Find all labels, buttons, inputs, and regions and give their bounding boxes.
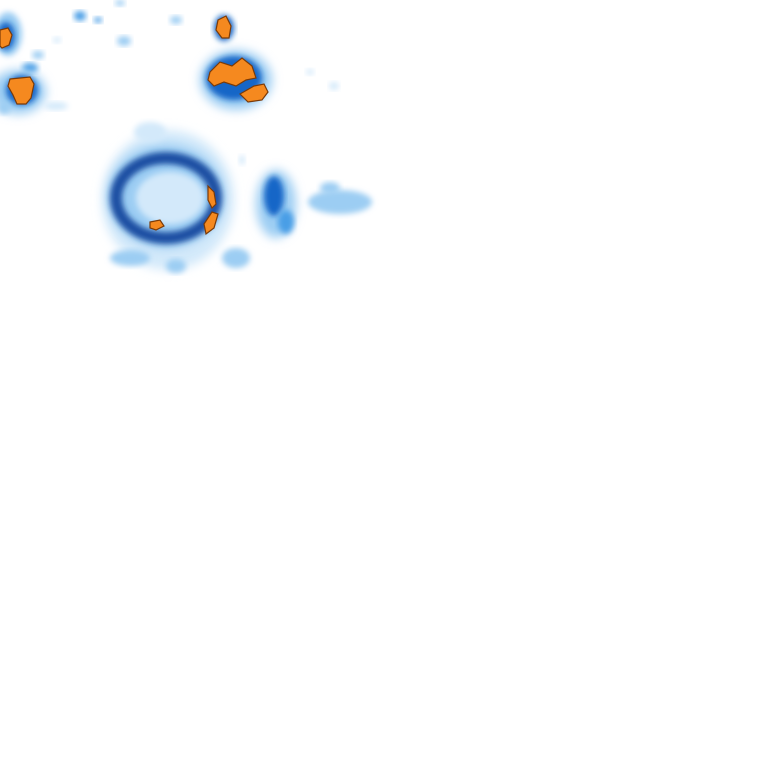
northwest-edge-cell — [0, 12, 44, 73]
light-rain-fleck — [22, 63, 38, 73]
light-rain-area — [320, 182, 340, 194]
echo — [239, 155, 245, 165]
light-rain-fleck — [0, 102, 10, 114]
echo — [53, 37, 61, 43]
scattered-light-echoes — [53, 0, 339, 165]
echo — [117, 36, 131, 46]
echo — [170, 16, 182, 24]
extreme-rain-core — [203, 211, 219, 236]
extreme-rain-core — [0, 27, 13, 49]
echo — [94, 17, 102, 23]
light-rain-fringe — [134, 122, 166, 142]
extreme-rain-core — [149, 219, 165, 231]
echo — [306, 69, 314, 75]
echo — [115, 0, 125, 6]
echo — [74, 11, 86, 21]
extreme-rain-core — [207, 57, 257, 87]
extreme-rain-core — [239, 83, 269, 103]
extreme-rain-core — [215, 15, 232, 39]
extreme-rain-core — [207, 184, 217, 210]
light-rain-fleck — [32, 51, 44, 59]
light-rain-fleck — [44, 102, 68, 110]
light-rain-fringe — [110, 250, 150, 266]
far-east-streak — [308, 182, 372, 214]
heavy-rain-ring — [110, 152, 222, 244]
ring-interior — [136, 172, 204, 224]
light-rain-area — [308, 190, 372, 214]
light-rain-fringe — [166, 259, 186, 273]
west-edge-cell — [0, 70, 68, 114]
echo — [329, 82, 339, 90]
light-rain-fringe — [222, 248, 250, 268]
heavy-rain-area — [278, 210, 294, 234]
central-ring-cell — [102, 122, 250, 273]
heavy-rain-area — [264, 176, 284, 216]
extreme-rain-core — [7, 76, 35, 105]
east-band-cell — [256, 170, 296, 238]
north-central-cell — [200, 15, 272, 110]
